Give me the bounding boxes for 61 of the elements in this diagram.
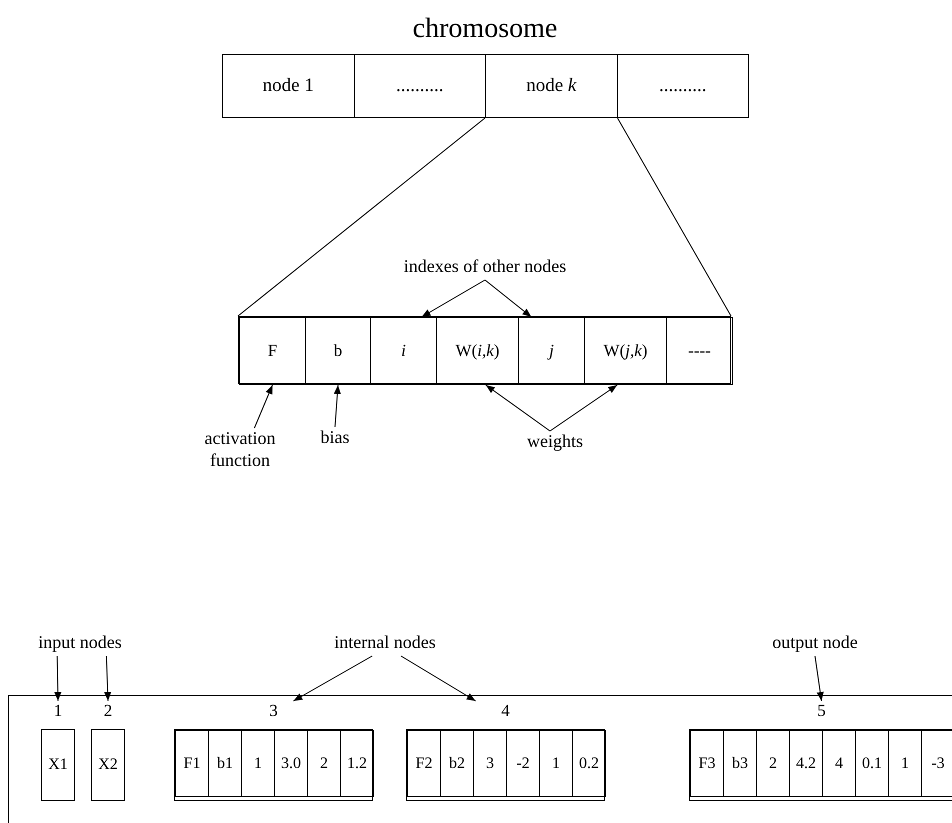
value-cell: 4.2 — [789, 730, 823, 797]
annotation-label: internal nodes — [305, 632, 465, 656]
value-cell: 0.2 — [572, 730, 606, 797]
node-number: 5 — [816, 701, 827, 722]
chromosome-example-frame — [8, 695, 952, 823]
gene-cell: b — [305, 317, 371, 385]
value-cell: F2 — [407, 730, 441, 797]
node-number: 2 — [102, 701, 114, 722]
heading: chromosome — [412, 12, 558, 46]
gene-strip — [238, 316, 731, 384]
chromosome-cell: node 1 — [222, 54, 354, 118]
zoom-line — [617, 118, 732, 316]
value-cell: X2 — [91, 729, 125, 801]
value-cell: 2 — [756, 730, 790, 797]
chromosome-cell: .......... — [354, 54, 486, 118]
gene-cell: j — [518, 317, 585, 385]
arrow — [814, 656, 824, 702]
gene-cell: i — [370, 317, 437, 385]
gene-cell: ---- — [666, 317, 733, 385]
arrow — [54, 656, 62, 702]
annotation-label: output node — [750, 632, 880, 656]
value-cell: F1 — [175, 730, 209, 797]
value-cell: X1 — [41, 729, 75, 801]
node-number: 4 — [500, 701, 511, 722]
value-cell: 2 — [307, 730, 341, 797]
value-cell: 1 — [241, 730, 275, 797]
value-cell: b1 — [208, 730, 242, 797]
value-cell: 4 — [822, 730, 856, 797]
gene-cell: F — [239, 317, 306, 385]
value-cell: -2 — [506, 730, 540, 797]
arrow — [484, 280, 532, 318]
value-cell: 3 — [473, 730, 507, 797]
value-cell: b2 — [440, 730, 474, 797]
annotation-label: activation function — [180, 428, 300, 480]
chromosome-cell: .......... — [616, 54, 749, 118]
arrow — [421, 280, 486, 318]
value-cell: 1 — [888, 730, 922, 797]
annotation-label: input nodes — [20, 632, 140, 656]
value-cell: 3.0 — [274, 730, 308, 797]
value-cell: -3 — [921, 730, 952, 797]
arrow — [254, 384, 273, 428]
arrow — [550, 384, 618, 432]
arrow — [334, 384, 341, 428]
value-cell: 1.2 — [340, 730, 374, 797]
gene-cell: W(i,k) — [436, 317, 519, 385]
zoom-line — [238, 118, 486, 316]
value-cell: F3 — [690, 730, 724, 797]
node-number: 1 — [52, 701, 64, 722]
arrow — [400, 656, 476, 702]
gene-cell: W(j,k) — [584, 317, 667, 385]
node-number: 3 — [268, 701, 279, 722]
arrow — [485, 384, 550, 432]
value-cell: 0.1 — [855, 730, 889, 797]
chromosome-cell: node k — [485, 54, 618, 118]
arrow — [104, 656, 112, 702]
value-cell: 1 — [539, 730, 573, 797]
annotation-label: bias — [315, 427, 355, 451]
annotation-label: weights — [505, 431, 605, 455]
arrow — [292, 656, 373, 702]
value-cell: b3 — [723, 730, 757, 797]
annotation-label: indexes of other nodes — [375, 256, 595, 280]
